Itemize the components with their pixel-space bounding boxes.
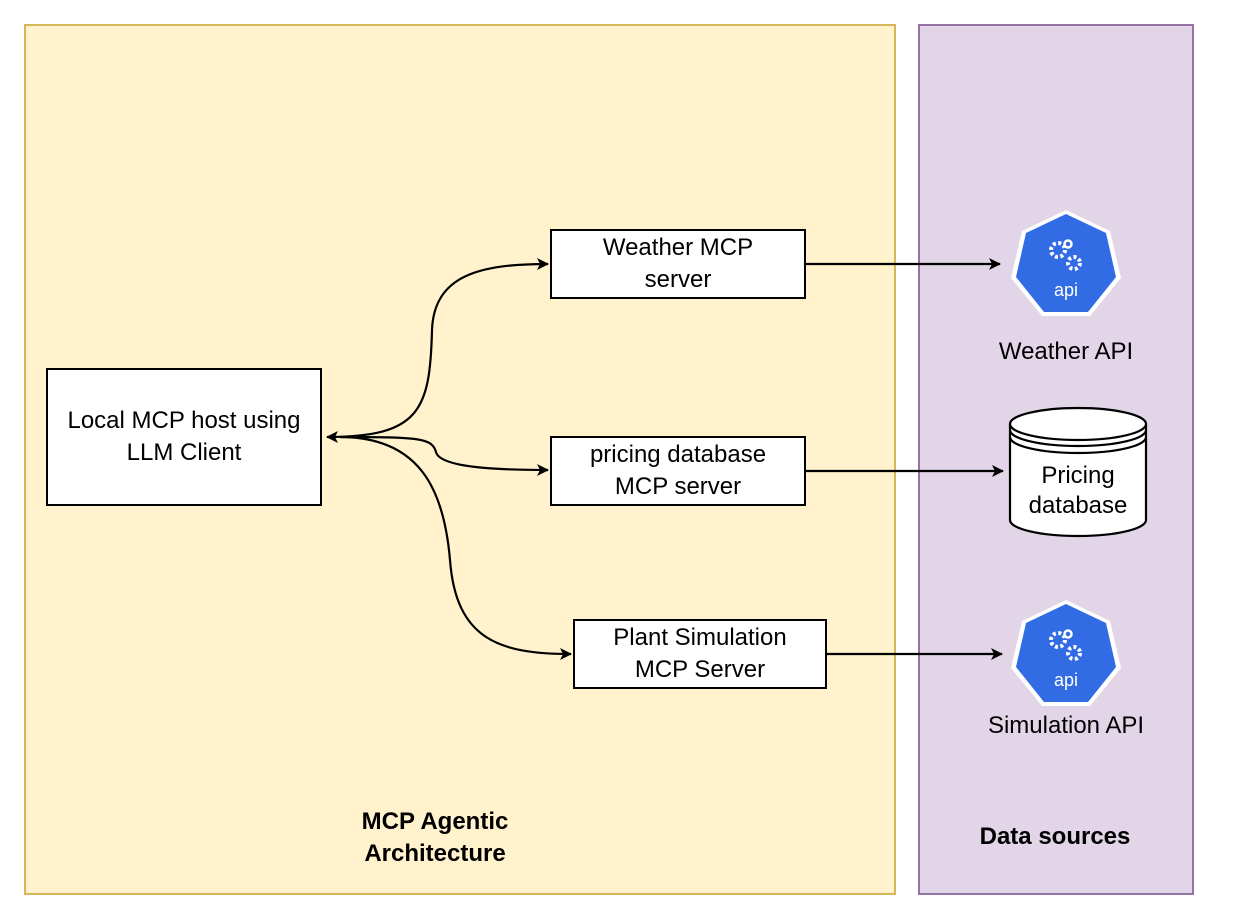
host-to-weather-connector bbox=[326, 258, 549, 443]
simulation-server-box: Plant Simulation MCP Server bbox=[573, 619, 827, 689]
simulation-api-label: Simulation API bbox=[987, 712, 1145, 739]
api-badge-text: api bbox=[1054, 670, 1078, 690]
architecture-label: MCP Agentic Architecture bbox=[361, 808, 509, 867]
weather-server-box: Weather MCP server bbox=[550, 229, 806, 299]
host-to-simulation-connector bbox=[339, 435, 572, 660]
host-to-pricing-connector bbox=[339, 435, 549, 476]
host-box: Local MCP host using LLM Client bbox=[46, 368, 322, 506]
api-icon: api bbox=[1011, 210, 1121, 316]
data-sources-label: Data sources bbox=[979, 823, 1131, 850]
database-icon bbox=[1008, 406, 1148, 538]
weather-api-label: Weather API bbox=[998, 338, 1134, 365]
api-badge-text: api bbox=[1054, 280, 1078, 300]
pricing-database-label: Pricing database bbox=[1028, 462, 1128, 519]
pricing-server-box: pricing database MCP server bbox=[550, 436, 806, 506]
api-icon: api bbox=[1011, 600, 1121, 706]
